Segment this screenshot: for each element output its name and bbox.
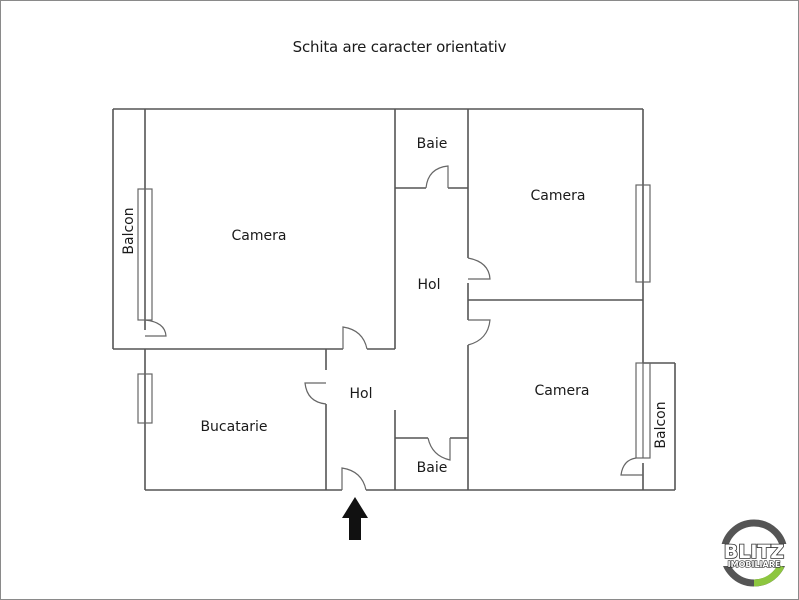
windows xyxy=(137,184,651,459)
door-balcony-right xyxy=(620,457,643,476)
room-label-baie-top: Baie xyxy=(417,136,448,152)
window-kitchen xyxy=(137,373,153,424)
doors xyxy=(144,165,643,491)
door-entrance xyxy=(341,467,367,491)
room-label-camera-bottom-right: Camera xyxy=(535,383,590,399)
room-label-balcon-right: Balcon xyxy=(653,401,669,448)
door-camera-top-right xyxy=(467,257,491,280)
room-label-hol-lower: Hol xyxy=(350,386,373,402)
door-kitchen xyxy=(304,382,327,405)
walls xyxy=(112,108,676,491)
door-baie-top xyxy=(425,165,449,189)
arrow-up-icon xyxy=(342,497,368,540)
logo-text-imobiliare: IMOBILIARE xyxy=(728,560,781,569)
room-label-hol-upper: Hol xyxy=(418,277,441,293)
door-baie-bottom xyxy=(427,437,451,461)
blitz-imobiliare-logo: BLITZ IMOBILIARE xyxy=(720,519,788,587)
door-camera-left xyxy=(342,326,368,350)
room-label-camera-top-right: Camera xyxy=(531,188,586,204)
room-label-baie-bottom: Baie xyxy=(417,460,448,476)
room-label-bucatarie: Bucatarie xyxy=(200,419,267,435)
door-balcony-left xyxy=(144,319,167,337)
door-camera-bottom-right xyxy=(467,319,491,346)
logo-text-blitz: BLITZ xyxy=(724,541,784,563)
plan-disclaimer-title: Schita are caracter orientativ xyxy=(292,38,507,56)
room-label-balcon-left: Balcon xyxy=(121,207,137,254)
room-label-camera-left: Camera xyxy=(232,228,287,244)
